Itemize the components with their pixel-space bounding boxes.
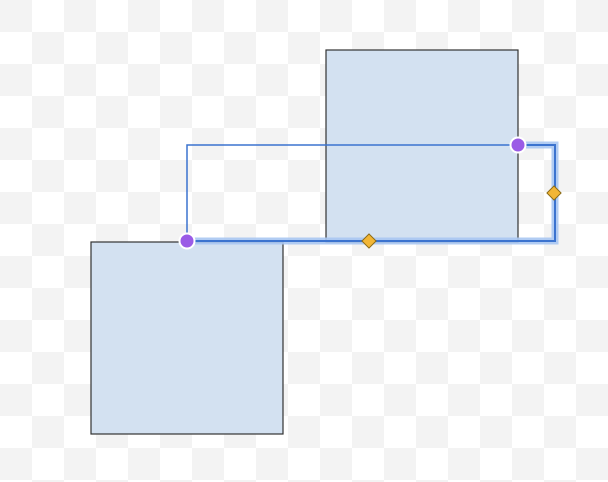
connector-waypoint-handle-bottom[interactable] [361,233,377,249]
connector-end-handle[interactable] [509,136,527,154]
connector-waypoint-handle-right[interactable] [546,185,562,201]
rectangle-shape-bottom-left[interactable] [90,241,284,435]
connector-start-handle[interactable] [178,232,196,250]
rectangle-shape-top-right[interactable] [325,49,519,243]
connector-preview-line [186,144,518,241]
